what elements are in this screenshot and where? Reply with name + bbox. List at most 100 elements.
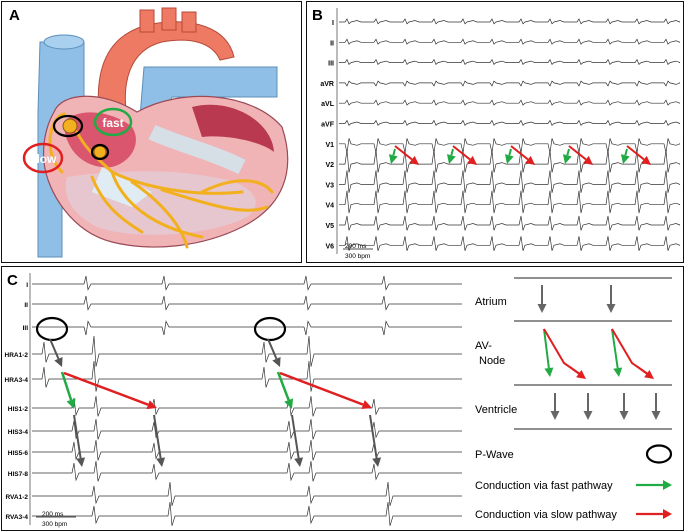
av-node-label-2: Node <box>479 355 505 367</box>
ladder-atrial-arrow-head <box>537 304 547 313</box>
atrial-activation-arrow-head <box>54 356 63 367</box>
atrial-activation-arrow-head <box>272 356 281 367</box>
fast-pathway-arrow-head <box>504 154 514 164</box>
egm-trace <box>32 295 462 311</box>
lead-label-I: I <box>332 20 334 27</box>
legend-p-wave: P-Wave <box>475 449 514 461</box>
lead-label-RVA1-2: RVA1-2 <box>5 494 28 501</box>
heart-illustration: A fast <box>9 7 289 258</box>
ecg-trace <box>339 38 681 45</box>
slow-pathway-arrow-head <box>409 155 419 165</box>
slow-pathway-arrow <box>63 371 149 406</box>
lead-label-aVR: aVR <box>320 81 334 88</box>
fast-pathway-arrow-head <box>562 154 572 164</box>
lead-label-III: III <box>328 61 334 68</box>
left-atrium <box>192 104 274 152</box>
ladder-slow-arrow-head <box>576 370 586 379</box>
conduction-system <box>48 112 274 249</box>
lead-label-HIS5-6: HIS5-6 <box>8 450 29 457</box>
p-wave-ring-icon <box>645 444 673 464</box>
lead-label-HIS7-8: HIS7-8 <box>8 471 29 478</box>
slow-pathway-arrow-head <box>525 155 535 165</box>
fast-pathway-arrow <box>508 148 512 156</box>
ventricular-activation-arrow-head <box>76 457 86 467</box>
egm-trace <box>32 460 462 482</box>
slow-pathway-arrow <box>279 371 364 406</box>
lead-label-V6: V6 <box>325 243 334 250</box>
atrial-activation-arrow <box>267 338 278 360</box>
egm-trace <box>32 395 462 417</box>
p-wave-ring <box>35 316 69 342</box>
ladder-atrial-arrow-head <box>606 304 616 313</box>
ladder-fast-arrow-head <box>613 367 623 377</box>
ladder-ventricular-arrow-head <box>619 411 629 420</box>
lead-label-aVL: aVL <box>321 101 335 108</box>
lead-label-V3: V3 <box>325 182 334 189</box>
panel-a-letter: A <box>9 7 20 24</box>
slow-pathway-arrow-head <box>583 155 593 165</box>
valve-tissue <box>92 167 152 207</box>
vena-cava-top <box>43 34 85 50</box>
slow-pathway-arrow-head <box>467 155 477 165</box>
scale-ms: 200 ms <box>42 511 64 518</box>
ladder-diagram: Atrium AV- Node Ventricle <box>475 277 672 430</box>
av-node-label-1: AV- <box>475 340 492 352</box>
slow-pathway-arrow <box>510 145 529 161</box>
slow-pathway-arrow <box>568 145 587 161</box>
scale-bpm: 300 bpm <box>345 253 370 260</box>
av-node-ring <box>90 143 110 161</box>
lead-label-III: III <box>23 325 29 332</box>
lead-label-aVF: aVF <box>321 122 335 129</box>
lead-label-V5: V5 <box>325 223 334 230</box>
ecg-trace <box>339 99 681 106</box>
lead-label-V1: V1 <box>325 142 334 149</box>
ladder-ventricular-arrow-head <box>550 411 560 420</box>
lead-label-II: II <box>330 40 334 47</box>
slow-pathway-arrow-head <box>641 155 651 165</box>
ecg-trace <box>339 80 681 87</box>
ladder-fast-arrow-head <box>544 367 554 377</box>
ecg-trace <box>339 58 681 65</box>
lead-label-HIS3-4: HIS3-4 <box>8 429 29 436</box>
fast-pathway-arrow <box>392 148 396 156</box>
atrium-label: Atrium <box>475 296 507 308</box>
egm-trace <box>32 481 462 506</box>
p-wave-ring <box>52 114 84 138</box>
fast-pathway-arrow-head <box>388 154 398 164</box>
fast-pathway-arrow <box>276 371 290 401</box>
fast-pathway-ring <box>93 107 133 137</box>
slow-pathway-ring <box>22 142 64 174</box>
ladder-fast-arrow <box>543 328 550 369</box>
ecg-trace <box>339 190 681 214</box>
ladder-slow-arrow <box>569 366 580 375</box>
ladder-slow-arrow <box>637 366 648 375</box>
ladder-fast-arrow <box>611 328 619 369</box>
slow-pathway-arrow-head <box>146 400 157 410</box>
egm-trace <box>32 418 462 440</box>
electrogram-panel: C IIIIIIHRA1-2HRA3-4HIS1-2HIS3-4HIS5-6HI… <box>5 272 673 528</box>
slow-pathway-arrow <box>626 145 645 161</box>
lead-label-I: I <box>26 282 28 289</box>
egm-trace <box>32 501 462 526</box>
lead-label-HIS1-2: HIS1-2 <box>8 406 29 413</box>
fast-pathway-arrow-head <box>284 398 294 409</box>
scale-bpm: 300 bpm <box>42 521 67 528</box>
artery-branch <box>181 11 197 33</box>
lead-label-V2: V2 <box>325 162 334 169</box>
legend-slow: Conduction via slow pathway <box>475 509 617 521</box>
ecg-trace <box>339 119 681 126</box>
ventricular-activation-arrow-head <box>372 457 382 467</box>
legend: P-Wave Conduction via fast pathway Condu… <box>475 444 673 521</box>
lead-label-HRA1-2: HRA1-2 <box>5 352 29 359</box>
fast-pathway-arrow <box>60 371 73 401</box>
slow-pathway-arrow-head <box>361 400 372 410</box>
lead-label-II: II <box>24 302 28 309</box>
ecg-trace <box>339 236 681 251</box>
ventricular-activation-arrow <box>153 414 162 459</box>
lead-label-V4: V4 <box>325 203 334 210</box>
av-node <box>93 145 107 159</box>
fast-pathway-arrow <box>450 148 454 156</box>
